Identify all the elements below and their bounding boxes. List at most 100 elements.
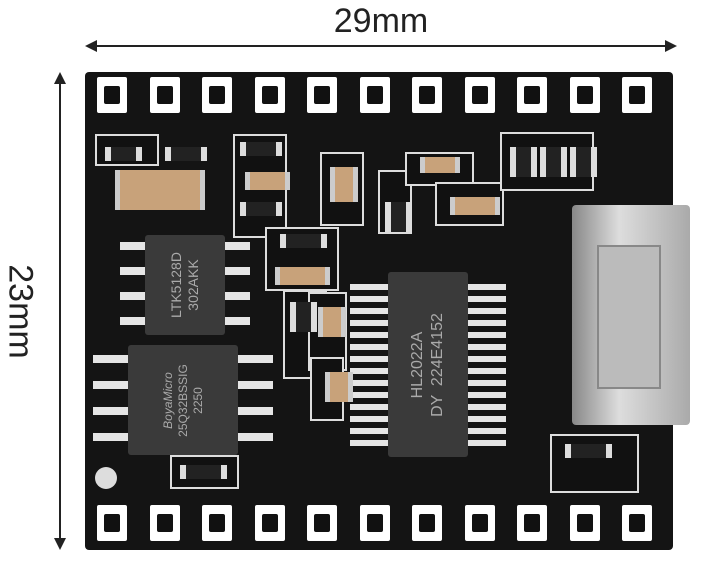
chip-pin <box>350 380 388 386</box>
capacitor <box>450 197 500 215</box>
height-label: 23mm <box>1 264 40 359</box>
chip-pin <box>238 433 273 441</box>
header-pad <box>202 77 232 113</box>
resistor <box>240 202 282 216</box>
chip-pin <box>350 308 388 314</box>
capacitor <box>330 167 358 202</box>
header-pad <box>359 77 390 113</box>
chip-pin <box>120 317 145 325</box>
chip-pin <box>350 344 388 350</box>
resistor <box>105 147 142 161</box>
header-pad <box>97 505 127 541</box>
height-dimension: 23mm <box>0 72 72 552</box>
flash-chip: BoyaMicro 25Q32BSSIG 2250 <box>128 345 238 455</box>
chip-pin <box>238 355 273 363</box>
flash-chip-line3: 2250 <box>190 386 205 414</box>
chip-pin <box>350 440 388 446</box>
chip-pin <box>93 407 128 415</box>
chip-pin <box>350 320 388 326</box>
capacitor <box>325 372 353 402</box>
chip-pin <box>350 296 388 302</box>
width-dimension: 29mm <box>85 0 677 60</box>
capacitor <box>275 267 330 285</box>
header-pad <box>412 77 442 113</box>
header-pad <box>254 505 285 541</box>
chip-pin <box>225 267 250 275</box>
capacitor <box>115 170 205 210</box>
chip-pin <box>350 356 388 362</box>
width-arrow <box>85 40 677 52</box>
chip-pin <box>468 392 506 398</box>
amplifier-chip-line1: LTK5128D <box>168 252 184 318</box>
chip-pin <box>225 317 250 325</box>
chip-pin <box>350 404 388 410</box>
capacitor <box>245 172 290 190</box>
chip-pin <box>350 416 388 422</box>
resistor <box>385 202 412 232</box>
chip-pin <box>468 284 506 290</box>
chip-pin <box>468 380 506 386</box>
silkscreen-outline <box>550 434 639 493</box>
chip-pin <box>93 433 128 441</box>
header-pad <box>622 77 652 113</box>
chip-pin <box>350 392 388 398</box>
chip-pin <box>93 381 128 389</box>
controller-chip: HL2022A DY 224E4152 <box>388 272 468 457</box>
flash-chip-line1: BoyaMicro <box>160 371 175 429</box>
chip-pin <box>350 332 388 338</box>
amplifier-chip: LTK5128D 302AKK <box>145 235 225 335</box>
header-pad <box>149 505 180 541</box>
chip-pin <box>225 242 250 250</box>
height-arrow <box>54 72 66 550</box>
chip-pin <box>468 308 506 314</box>
header-pad <box>307 505 337 541</box>
chip-pin <box>120 242 145 250</box>
chip-pin <box>120 292 145 300</box>
chip-pin <box>238 407 273 415</box>
resistor <box>565 444 612 458</box>
chip-pin <box>468 332 506 338</box>
chip-pin <box>468 404 506 410</box>
resistor <box>540 147 567 177</box>
resistor <box>240 142 282 156</box>
header-pad <box>464 77 495 113</box>
chip-pin <box>350 368 388 374</box>
resistor <box>570 147 597 177</box>
header-pad <box>254 77 285 113</box>
header-pad <box>569 505 600 541</box>
chip-pin <box>468 428 506 434</box>
width-label: 29mm <box>333 2 429 40</box>
resistor <box>510 147 537 177</box>
header-pad <box>517 505 547 541</box>
capacitor <box>318 307 346 337</box>
header-pad <box>622 505 652 541</box>
header-pad <box>517 77 547 113</box>
header-pad <box>149 77 180 113</box>
resistor <box>290 302 317 332</box>
controller-chip-line2: DY 224E4152 <box>429 312 447 417</box>
chip-pin <box>468 320 506 326</box>
chip-pin <box>468 296 506 302</box>
pcb-board: LTK5128D 302AKK BoyaMicro 25Q32BSSIG 225… <box>85 72 690 550</box>
chip-pin <box>468 416 506 422</box>
chip-pin <box>225 292 250 300</box>
header-pad <box>359 505 390 541</box>
chip-pin <box>468 440 506 446</box>
chip-pin <box>350 428 388 434</box>
chip-pin <box>120 267 145 275</box>
mounting-dot <box>95 467 117 489</box>
header-pad <box>464 505 495 541</box>
controller-chip-line1: HL2022A <box>409 331 427 398</box>
chip-pin <box>238 381 273 389</box>
usb-connector <box>572 205 690 425</box>
header-pad <box>307 77 337 113</box>
amplifier-chip-line2: 302AKK <box>185 259 201 311</box>
header-pad <box>97 77 127 113</box>
resistor <box>165 147 207 161</box>
capacitor <box>420 157 460 173</box>
chip-pin <box>93 355 128 363</box>
header-pad <box>412 505 442 541</box>
chip-pin <box>468 368 506 374</box>
flash-chip-line2: 25Q32BSSIG <box>175 363 190 437</box>
header-pad <box>569 77 600 113</box>
